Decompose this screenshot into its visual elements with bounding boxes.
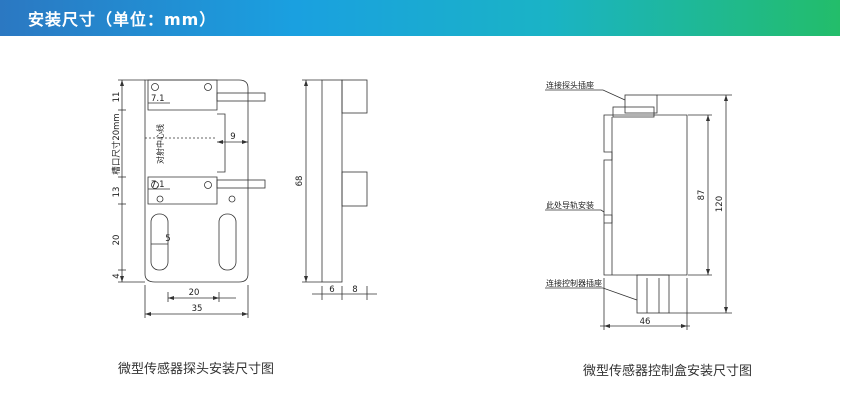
banner-title: 安装尺寸（单位：mm） [28,10,217,29]
controller-top-connector-base [612,106,655,118]
screw-hole [151,181,159,189]
mount-slot [150,213,169,271]
upper-cable [216,92,266,102]
mount-hole [156,195,164,203]
side-lower-head [341,171,368,207]
probe-caption: 微型传感器探头安装尺寸图 [118,362,275,377]
probe-slot-recess [217,113,226,173]
mount-hole [228,195,236,203]
dim-46: 46 [640,317,651,327]
dim-4: 4 [112,273,122,278]
label-top-connector: 连接探头插座 [546,80,594,90]
probe-lower-head [147,176,218,205]
dim-68: 68 [295,176,305,187]
lower-cable [216,179,266,189]
leader-top [545,89,626,101]
side-body [321,79,343,283]
controller-body [603,114,688,276]
dim-slot: 槽口尺寸20mm [111,113,122,174]
dim-20-vertical: 20 [112,235,122,246]
center-line-label: 对射中心线 [155,124,165,164]
leader-rail [545,209,605,213]
probe-base-plate [144,79,249,283]
dim-35: 35 [192,304,203,314]
screw-hole [204,181,212,189]
rail-notch [604,214,613,224]
mount-slot [218,213,237,271]
dim-7-1-top: 7.1 [151,94,165,104]
controller-top-connector [624,94,658,114]
dim-11: 11 [112,92,122,103]
leader-bottom [545,287,638,301]
dim-5: 5 [165,234,170,244]
label-bottom-connector: 连接控制器插座 [546,278,602,288]
label-rail-mount: 此处导轨安装 [546,200,594,210]
dim-87: 87 [697,190,707,201]
dim-13: 13 [112,187,122,198]
probe-upper-head [147,79,218,111]
dim-6: 6 [329,285,334,295]
dim-120: 120 [715,196,725,212]
controller-caption: 微型传感器控制盒安装尺寸图 [583,364,753,379]
side-upper-head [341,79,368,114]
dim-7-1-bottom: 7.1 [151,180,165,190]
section-banner: 安装尺寸（单位：mm） [0,0,840,36]
dim-20-horizontal: 20 [189,288,200,298]
screw-hole [204,83,212,91]
dim-9: 9 [230,132,235,142]
dim-8: 8 [352,285,357,295]
screw-hole [151,83,159,91]
controller-bottom-connector [636,274,670,314]
